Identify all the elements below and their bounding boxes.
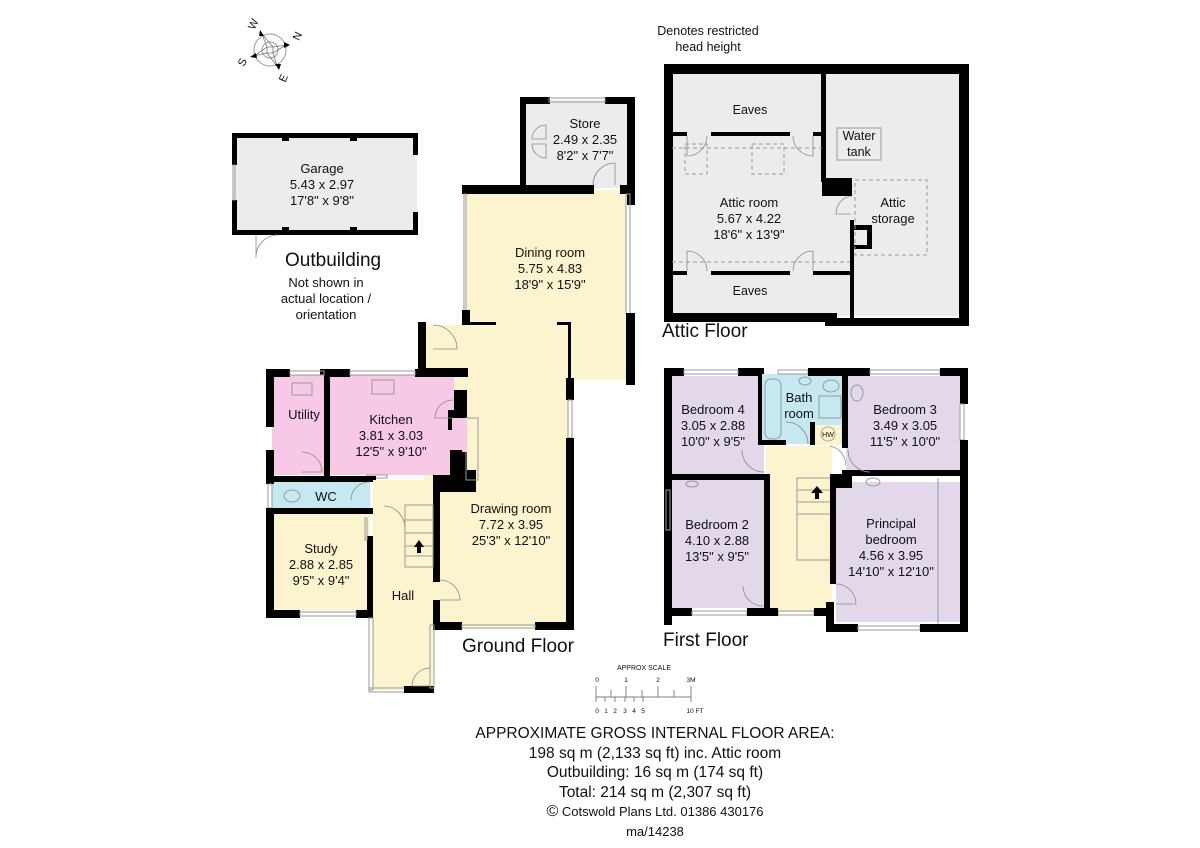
scale-imperial-3: 3 bbox=[623, 708, 627, 715]
attic-room-metric: 5.67 x 4.22 bbox=[717, 211, 781, 226]
bedroom4-name: Bedroom 4 bbox=[681, 402, 745, 417]
bedroom4-metric: 3.05 x 2.88 bbox=[681, 418, 745, 433]
bedroom2-name: Bedroom 2 bbox=[685, 517, 749, 532]
principal-bedroom-imperial: 14'10" x 12'10" bbox=[848, 564, 934, 579]
outbuilding-note-line2: actual location / bbox=[281, 291, 372, 306]
bedroom2-imperial: 13'5" x 9'5" bbox=[685, 549, 749, 564]
dining-room-metric: 5.75 x 4.83 bbox=[518, 261, 582, 276]
drawing-room-name: Drawing room bbox=[471, 501, 552, 516]
copyright-icon: © bbox=[546, 803, 559, 820]
compass-w-label: W bbox=[246, 17, 262, 32]
eaves-top-name: Eaves bbox=[733, 103, 768, 117]
drawing-room-metric: 7.72 x 3.95 bbox=[479, 517, 543, 532]
scale-imperial-1: 1 bbox=[604, 708, 608, 715]
kitchen-metric: 3.81 x 3.03 bbox=[359, 428, 423, 443]
scale-imperial-4: 4 bbox=[632, 708, 636, 715]
restricted-height-legend-line2: head height bbox=[675, 40, 741, 54]
bedroom3-name: Bedroom 3 bbox=[873, 402, 937, 417]
outbuilding-title: Outbuilding bbox=[285, 250, 381, 271]
study-name: Study bbox=[304, 541, 338, 556]
store-name: Store bbox=[569, 116, 600, 131]
attic-floor-plan: Eaves Eaves Water tank Attic room 5.67 x… bbox=[664, 64, 969, 326]
bathroom-line1: Bath bbox=[786, 390, 813, 405]
study-metric: 2.88 x 2.85 bbox=[289, 557, 353, 572]
eaves-bottom-name: Eaves bbox=[733, 284, 768, 298]
scale-title: APPROX SCALE bbox=[617, 665, 671, 672]
garage-metric: 5.43 x 2.97 bbox=[290, 177, 354, 192]
approx-scale-bar: APPROX SCALE 0 1 2 3M 0 1 2 3 4 5 10 FT bbox=[595, 665, 703, 715]
scale-imperial-5: 5 bbox=[641, 708, 645, 715]
total-area: Total: 214 sq m (2,307 sq ft) bbox=[558, 783, 752, 801]
stairs-up-arrow-icon bbox=[811, 486, 823, 499]
kitchen-imperial: 12'5" x 9'10" bbox=[355, 444, 427, 459]
scale-metric-0: 0 bbox=[595, 677, 599, 684]
scale-imperial-10: 10 FT bbox=[687, 708, 704, 715]
floor-area-heading: APPROXIMATE GROSS INTERNAL FLOOR AREA: bbox=[475, 725, 835, 742]
outbuilding-area: Outbuilding: 16 sq m (174 sq ft) bbox=[546, 764, 764, 781]
plan-reference: ma/14238 bbox=[626, 823, 684, 839]
bedroom4-imperial: 10'0" x 9'5" bbox=[681, 434, 745, 449]
outbuilding-garage: Garage 5.43 x 2.97 17'8" x 9'8" bbox=[232, 133, 418, 259]
first-floor-plan: Bedroom 4 3.05 x 2.88 10'0" x 9'5" HW Ba… bbox=[664, 368, 968, 632]
first-floor-title: First Floor bbox=[663, 630, 749, 651]
utility-name: Utility bbox=[288, 407, 320, 422]
hall-name: Hall bbox=[392, 588, 415, 603]
attic-storage-line1: Attic bbox=[880, 195, 906, 210]
water-tank-line1: Water bbox=[843, 129, 876, 143]
scale-metric-2: 2 bbox=[656, 677, 660, 684]
copyright-line: © Cotswold Plans Ltd. 01386 430176 bbox=[440, 802, 870, 822]
attic-storage-line2: storage bbox=[871, 211, 914, 226]
bedroom2-metric: 4.10 x 2.88 bbox=[685, 533, 749, 548]
scale-metric-3: 3M bbox=[686, 677, 695, 684]
main-house-area: 198 sq m (2,133 sq ft) inc. Attic room bbox=[528, 744, 782, 762]
water-tank-line2: tank bbox=[847, 145, 871, 159]
principal-bedroom-line2: bedroom bbox=[865, 532, 916, 547]
bathroom-line2: room bbox=[784, 406, 814, 421]
attic-room-imperial: 18'6" x 13'9" bbox=[713, 227, 785, 242]
stairs-up-arrow-icon bbox=[414, 540, 424, 553]
dining-room-name: Dining room bbox=[515, 245, 585, 260]
scale-imperial-2: 2 bbox=[613, 708, 617, 715]
restricted-height-legend-line1: Denotes restricted bbox=[657, 24, 758, 38]
compass-n-label: N bbox=[291, 30, 305, 42]
drawing-room-imperial: 25'3" x 12'10" bbox=[472, 533, 551, 548]
study-imperial: 9'5" x 9'4" bbox=[293, 573, 350, 588]
dining-room-imperial: 18'9" x 15'9" bbox=[514, 277, 586, 292]
floor-area-summary: APPROXIMATE GROSS INTERNAL FLOOR AREA: 1… bbox=[440, 724, 870, 841]
compass-e-label: E bbox=[277, 73, 291, 85]
wc-name: WC bbox=[315, 489, 337, 504]
principal-bedroom-line1: Principal bbox=[866, 516, 916, 531]
ground-floor-plan: Store 2.49 x 2.35 8'2" x 7'7" Dining roo… bbox=[266, 97, 635, 693]
bedroom3-imperial: 11'5" x 10'0" bbox=[870, 434, 941, 449]
compass-s-label: S bbox=[236, 57, 250, 69]
garage-imperial: 17'8" x 9'8" bbox=[290, 193, 354, 208]
scale-imperial-0: 0 bbox=[595, 708, 599, 715]
attic-room-name: Attic room bbox=[720, 195, 779, 210]
outbuilding-note-line1: Not shown in bbox=[288, 275, 363, 290]
compass-rose-icon: W N S E bbox=[236, 17, 305, 85]
scale-metric-1: 1 bbox=[624, 677, 628, 684]
kitchen-name: Kitchen bbox=[369, 412, 412, 427]
attic-floor-title: Attic Floor bbox=[662, 321, 748, 342]
store-imperial: 8'2" x 7'7" bbox=[557, 148, 614, 163]
copyright-text: Cotswold Plans Ltd. 01386 430176 bbox=[561, 804, 764, 819]
store-metric: 2.49 x 2.35 bbox=[553, 132, 617, 147]
outbuilding-note-line3: orientation bbox=[296, 307, 357, 322]
hot-water-label: HW bbox=[822, 432, 834, 439]
bedroom3-metric: 3.49 x 3.05 bbox=[873, 418, 937, 433]
ground-floor-title: Ground Floor bbox=[462, 636, 575, 657]
garage-name: Garage bbox=[300, 161, 343, 176]
principal-bedroom-metric: 4.56 x 3.95 bbox=[859, 548, 923, 563]
